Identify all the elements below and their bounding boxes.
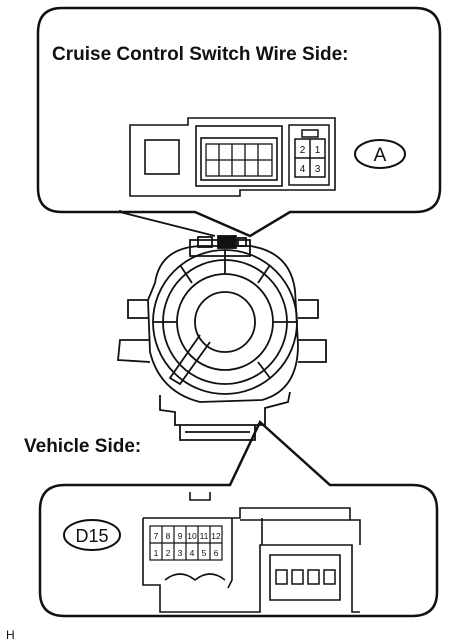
- bottom-pin-label: 1: [154, 548, 159, 558]
- top-connector-badge-outline: [354, 139, 406, 169]
- top-connector-housing: [129, 117, 336, 197]
- top-pin-label: 3: [315, 164, 321, 175]
- bottom-connector-side-cavities: [275, 569, 336, 585]
- top-pin-label: 2: [300, 145, 306, 156]
- bottom-pin-label: 8: [166, 531, 171, 541]
- bottom-pin-label: 9: [178, 531, 183, 541]
- top-callout: [36, 6, 442, 238]
- bottom-pin-label: 3: [178, 548, 183, 558]
- bottom-connector-housing: [142, 492, 361, 613]
- top-connector-cavity-grid: [205, 143, 273, 177]
- bottom-pin-label: 2: [166, 548, 171, 558]
- bottom-pin-label: 10: [187, 531, 197, 541]
- bottom-callout-frame: [38, 419, 439, 618]
- bottom-pin-label: 11: [200, 531, 209, 541]
- top-callout-frame: [36, 6, 442, 238]
- bottom-pin-label: 12: [211, 531, 221, 541]
- bottom-pin-label: 7: [154, 531, 159, 541]
- bottom-connector-badge-outline: [63, 519, 121, 551]
- top-callout-title: Cruise Control Switch Wire Side:: [52, 44, 348, 65]
- corner-mark: H: [6, 628, 15, 642]
- bottom-connector-pin-grid: [149, 525, 223, 561]
- top-leader-line: [119, 210, 216, 237]
- spiral-cable-assembly: [117, 235, 327, 441]
- top-connector-badge: A: [374, 145, 387, 166]
- top-pin-label: 4: [300, 164, 306, 175]
- bottom-pin-label: 6: [214, 548, 219, 558]
- bottom-pin-labels: 7 8 9 10 11 12 1 2 3 4 5 6: [154, 531, 221, 558]
- bottom-connector-badge: D15: [75, 526, 108, 546]
- top-pin-label: 1: [315, 145, 321, 156]
- bottom-callout-title: Vehicle Side:: [24, 436, 141, 457]
- bottom-pin-label: 4: [190, 548, 195, 558]
- top-4pin-connector: [288, 124, 330, 186]
- bottom-pin-label: 5: [202, 548, 207, 558]
- bottom-callout: [38, 419, 439, 618]
